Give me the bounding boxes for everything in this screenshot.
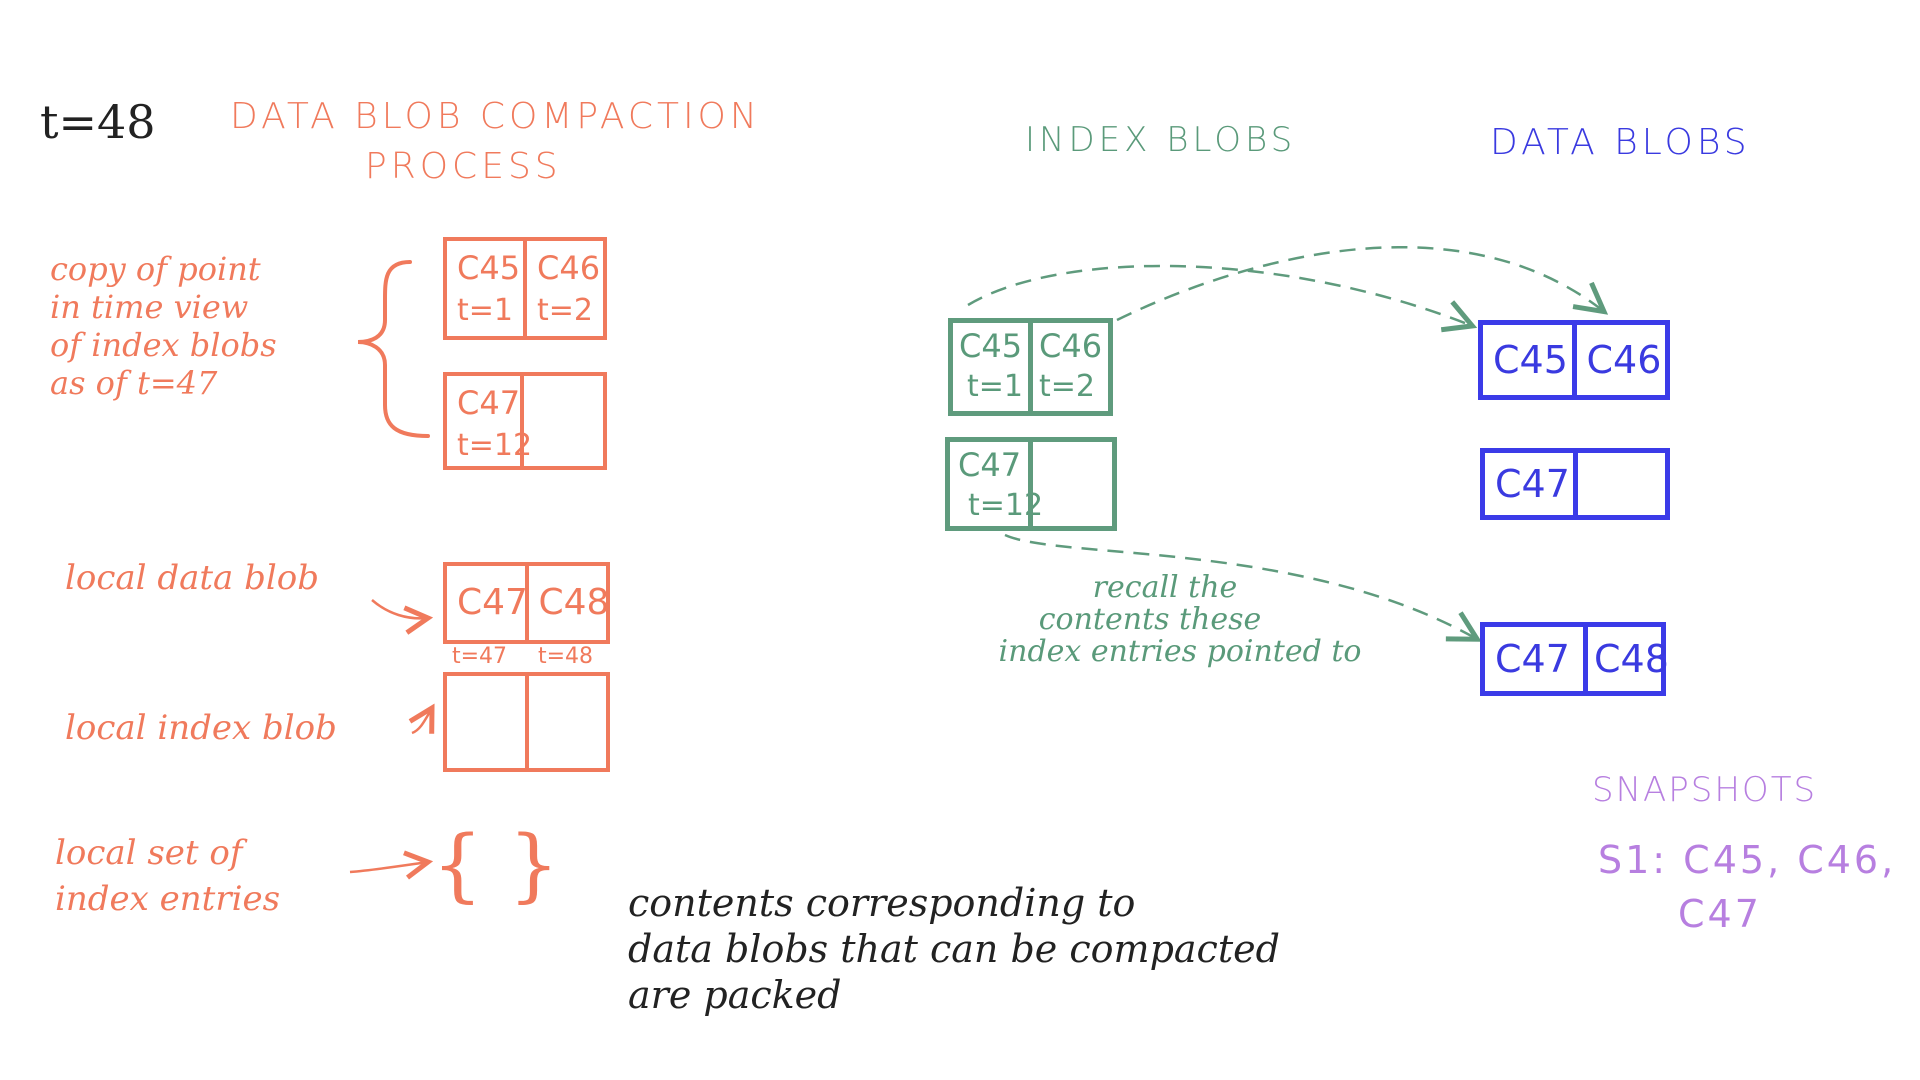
copy-label-line: of index blobs [50, 326, 277, 364]
local-data-blob: C47 C48 [443, 562, 610, 644]
chunk-time: t=2 [537, 293, 593, 328]
chunk-id: C45 [1493, 338, 1568, 382]
index-cell: C46 t=2 [1028, 323, 1108, 411]
chunk-time: t=1 [457, 293, 513, 328]
index-annotation-line: index entries pointed to [998, 634, 1362, 669]
data-cell: C47 [1485, 627, 1583, 691]
chunk-time: t=2 [1039, 369, 1095, 404]
copy-cell: C46 t=2 [523, 241, 603, 336]
data-cell-empty [1573, 453, 1665, 515]
index-blob-2: C47 t=12 [945, 437, 1117, 531]
chunk-time: t=1 [967, 369, 1023, 404]
arrow-c45-to-data-c45 [967, 264, 1470, 325]
chunk-id: C48 [1594, 637, 1669, 681]
local-data-time-1: t=47 [452, 644, 508, 669]
packed-note-line: are packed [628, 973, 842, 1017]
data-cell: C46 [1571, 325, 1666, 395]
chunk-id: C45 [457, 249, 521, 287]
local-index-cell [524, 676, 607, 768]
chunk-id: C46 [537, 249, 601, 287]
arrow-to-local-set [349, 862, 428, 872]
chunk-id: C47 [1495, 637, 1570, 681]
local-index-blob [443, 672, 610, 772]
index-blob-1: C45 t=1 C46 t=2 [948, 318, 1113, 416]
copy-cell-empty [520, 376, 603, 466]
data-blob-3: C47 C48 [1480, 622, 1669, 696]
packed-note-line: contents corresponding to [628, 881, 1136, 925]
local-set-value: { } [432, 818, 560, 911]
snapshots-title: SNAPSHOTS [1592, 770, 1818, 810]
left-title-line2: PROCESS [365, 146, 562, 187]
copy-cell: C47 t=12 [447, 376, 532, 466]
chunk-id: C47 [457, 384, 521, 422]
local-set-label-line: local set of [55, 833, 243, 873]
copy-cell: C45 t=1 [447, 241, 523, 336]
data-cell: C47 [1485, 453, 1573, 515]
data-blobs-title: DATA BLOBS [1490, 122, 1751, 163]
copy-brace [357, 260, 430, 438]
local-data-cell: C48 [524, 566, 610, 640]
chunk-id: C47 [457, 582, 528, 623]
copy-index-blob-1: C45 t=1 C46 t=2 [443, 237, 607, 340]
copy-label-line: in time view [50, 288, 249, 326]
packed-note-line: data blobs that can be compacted [628, 927, 1280, 971]
snapshot-s1-line2: C47 [1678, 892, 1762, 936]
chunk-id: C47 [958, 446, 1022, 484]
chunk-time: t=12 [457, 428, 533, 463]
arrow-to-local-data-blob [371, 599, 428, 618]
local-data-blob-label: local data blob [65, 558, 319, 598]
chunk-id: C46 [1586, 338, 1662, 382]
packed-note: contents corresponding to data blobs tha… [628, 880, 1280, 1018]
local-data-cell: C47 [447, 566, 528, 640]
local-index-cell [447, 676, 525, 768]
data-blob-1: C45 C46 [1478, 320, 1670, 400]
left-title-line1: DATA BLOB COMPACTION [230, 96, 761, 137]
arrow-c47-to-data-c47 [1004, 533, 1475, 638]
data-blob-2: C47 [1480, 448, 1670, 520]
index-blobs-title: INDEX BLOBS [1025, 120, 1297, 160]
snapshot-s1-line1: S1: C45, C46, [1598, 838, 1897, 882]
data-cell: C45 [1483, 325, 1572, 395]
index-cell: C45 t=1 [953, 323, 1028, 411]
chunk-id: C45 [959, 327, 1023, 365]
local-data-time-2: t=48 [538, 644, 594, 669]
index-cell: C47 t=12 [950, 442, 1043, 526]
time-label: t=48 [40, 95, 156, 149]
chunk-id: C48 [538, 582, 610, 623]
arrow-c46-to-data-c46 [1116, 245, 1602, 322]
local-set-label-line: index entries [55, 879, 281, 919]
index-cell-empty [1028, 442, 1112, 526]
copy-label-line: copy of point [50, 250, 261, 288]
local-set-label: local set of index entries [55, 830, 280, 922]
index-annotation: recall the contents these index entries … [970, 572, 1430, 668]
local-index-blob-label: local index blob [65, 708, 337, 748]
data-cell: C48 [1583, 627, 1669, 691]
copy-index-blob-2: C47 t=12 [443, 372, 607, 470]
arrow-to-local-index-blob [412, 708, 432, 735]
copy-label-line: as of t=47 [50, 364, 218, 402]
index-annotation-line: contents these [1038, 602, 1262, 637]
chunk-id: C46 [1039, 327, 1103, 365]
copy-label: copy of point in time view of index blob… [50, 250, 277, 402]
index-annotation-line: recall the [1092, 570, 1238, 605]
chunk-id: C47 [1495, 462, 1570, 506]
